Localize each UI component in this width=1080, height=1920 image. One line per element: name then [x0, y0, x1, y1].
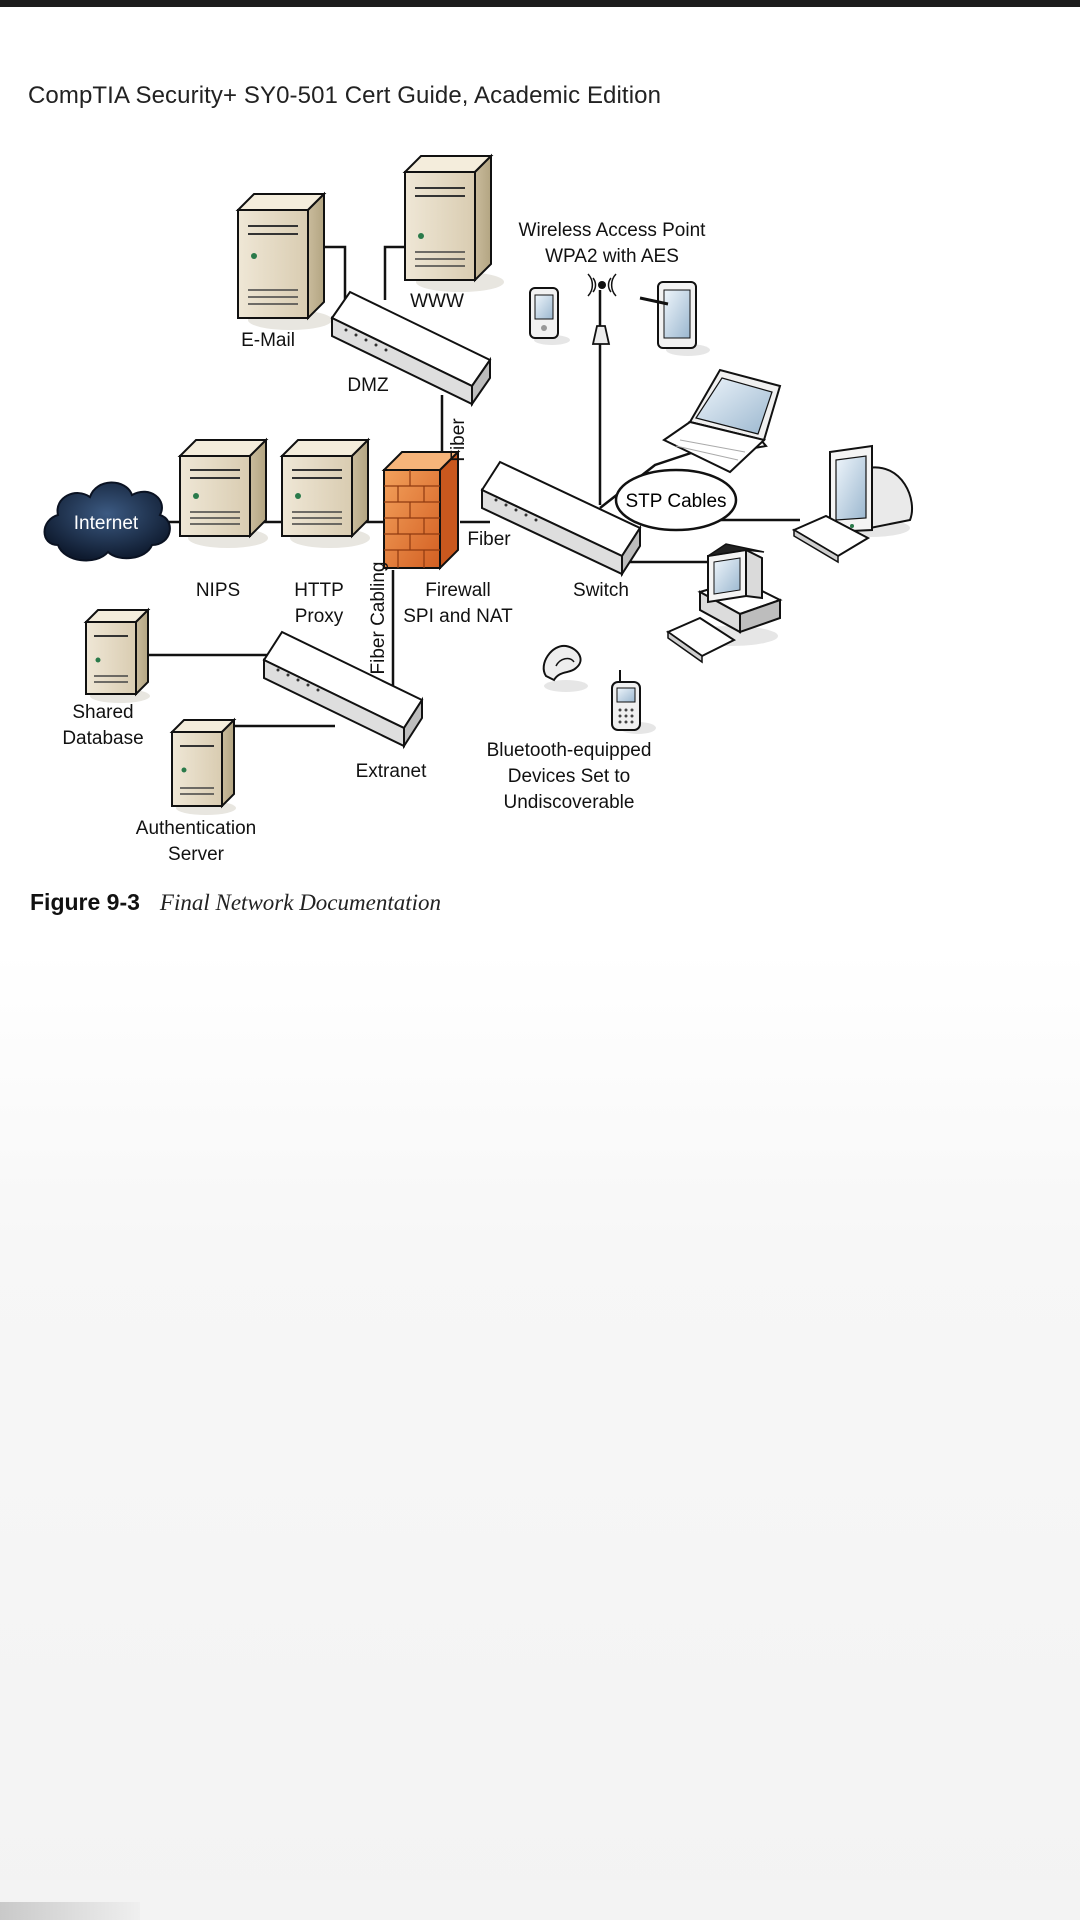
link-email-to-dmz — [322, 245, 347, 300]
email-label: E-Mail — [241, 330, 295, 351]
http-proxy-server-icon — [279, 437, 371, 548]
wireless-ap-label-line1: Wireless Access Point — [519, 220, 707, 241]
scan-bottom-edge — [0, 1902, 140, 1920]
laptop-icon — [662, 368, 782, 474]
keyboard-icon — [791, 514, 871, 564]
crt-monitor-icon — [829, 444, 913, 537]
www-server-icon — [402, 153, 504, 292]
scan-top-edge — [0, 0, 1080, 7]
figure-caption: Figure 9-3 Final Network Documentation — [30, 889, 441, 916]
stp-cables-label: STP Cables — [625, 491, 726, 512]
pda-icon — [529, 287, 570, 345]
bluetooth-label-line3: Undiscoverable — [504, 792, 635, 813]
auth-server-label-line2: Server — [168, 844, 225, 865]
extranet-label: Extranet — [356, 761, 427, 782]
firewall-label-line1: Firewall — [425, 580, 490, 601]
tablet-icon — [639, 281, 710, 356]
bluetooth-label-line2: Devices Set to — [508, 766, 631, 787]
link-www-to-dmz — [383, 245, 405, 300]
book-title: CompTIA Security+ SY0-501 Cert Guide, Ac… — [28, 82, 662, 109]
extranet-switch-icon — [262, 630, 424, 750]
fiber-switch-label: Fiber — [467, 529, 511, 550]
shared-database-label-line1: Shared — [72, 702, 133, 723]
desktop-keyboard-icon — [665, 616, 737, 664]
nips-label: NIPS — [196, 580, 240, 601]
cell-phone-icon — [611, 670, 656, 734]
stp-cables-callout — [614, 468, 738, 532]
figure-title: Final Network Documentation — [159, 890, 441, 915]
auth-server-label-line1: Authentication — [136, 818, 256, 839]
fiber-dmz-label: Fiber — [448, 418, 469, 462]
network-diagram: Internet — [43, 153, 913, 865]
internet-label: Internet — [74, 513, 139, 534]
http-proxy-label-line1: HTTP — [294, 580, 344, 601]
wireless-access-point-icon — [587, 273, 617, 345]
wireless-ap-label-line2: WPA2 with AES — [545, 246, 679, 267]
shared-database-server-icon — [83, 607, 151, 703]
http-proxy-label-line2: Proxy — [295, 606, 344, 627]
shared-database-label-line2: Database — [62, 728, 143, 749]
page-background-shading — [0, 950, 1080, 1920]
main-switch-icon — [480, 460, 642, 578]
firewall-icon — [381, 449, 461, 571]
dmz-label: DMZ — [347, 375, 389, 396]
bluetooth-headset-icon — [542, 644, 588, 692]
dmz-switch-icon — [330, 290, 492, 408]
firewall-label-line2: SPI and NAT — [403, 606, 513, 627]
fiber-cabling-label: Fiber Cabling — [368, 562, 389, 675]
bluetooth-label-line1: Bluetooth-equipped — [487, 740, 652, 761]
figure-number: Figure 9-3 — [30, 889, 140, 915]
nips-server-icon — [177, 437, 269, 548]
internet-cloud-icon: Internet — [43, 481, 171, 562]
email-server-icon — [235, 191, 332, 330]
www-label: WWW — [410, 291, 464, 312]
authentication-server-icon — [169, 717, 237, 815]
switch-label: Switch — [573, 580, 629, 601]
